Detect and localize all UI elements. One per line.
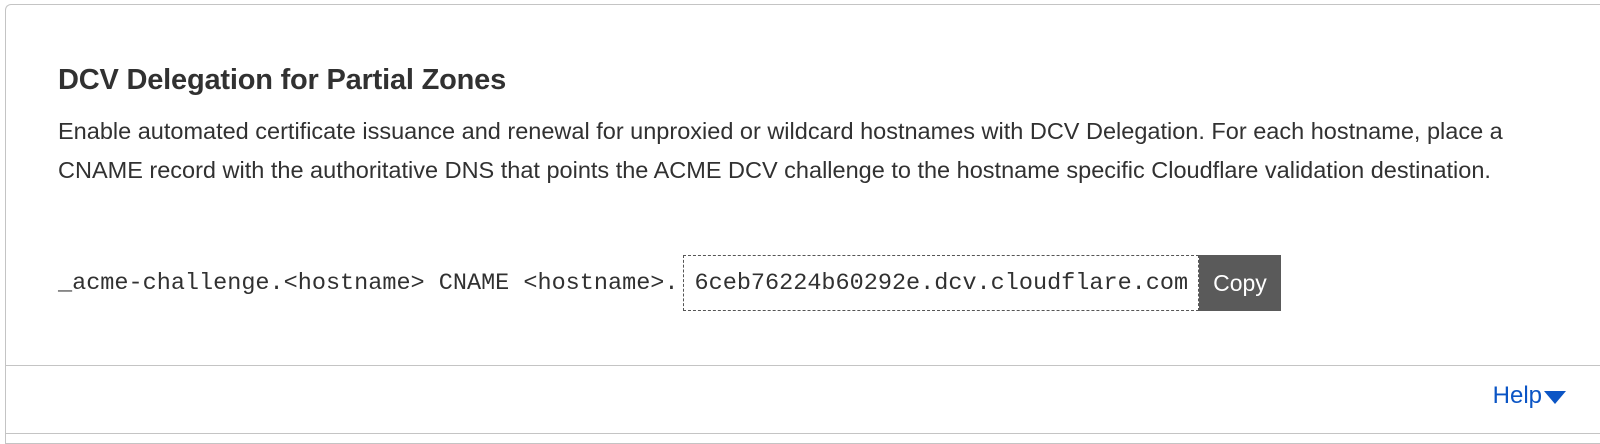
- help-label: Help: [1492, 382, 1542, 409]
- section-description: Enable automated certificate issuance an…: [58, 118, 1503, 183]
- copy-button[interactable]: Copy: [1199, 255, 1281, 311]
- card-footer: Help: [6, 366, 1600, 434]
- caret-down-icon: [1544, 390, 1566, 404]
- help-toggle[interactable]: Help: [1493, 382, 1566, 410]
- dcv-delegation-card: DCV Delegation for Partial Zones Enable …: [5, 4, 1600, 444]
- dcv-target-value[interactable]: 6ceb76224b60292e.dcv.cloudflare.com: [682, 255, 1200, 311]
- card-body: DCV Delegation for Partial Zones Enable …: [6, 5, 1600, 366]
- section-title: DCV Delegation for Partial Zones: [58, 64, 507, 96]
- cname-record-row: _acme-challenge.<hostname> CNAME <hostna…: [58, 255, 1281, 311]
- cname-record-prefix: _acme-challenge.<hostname> CNAME <hostna…: [58, 269, 679, 297]
